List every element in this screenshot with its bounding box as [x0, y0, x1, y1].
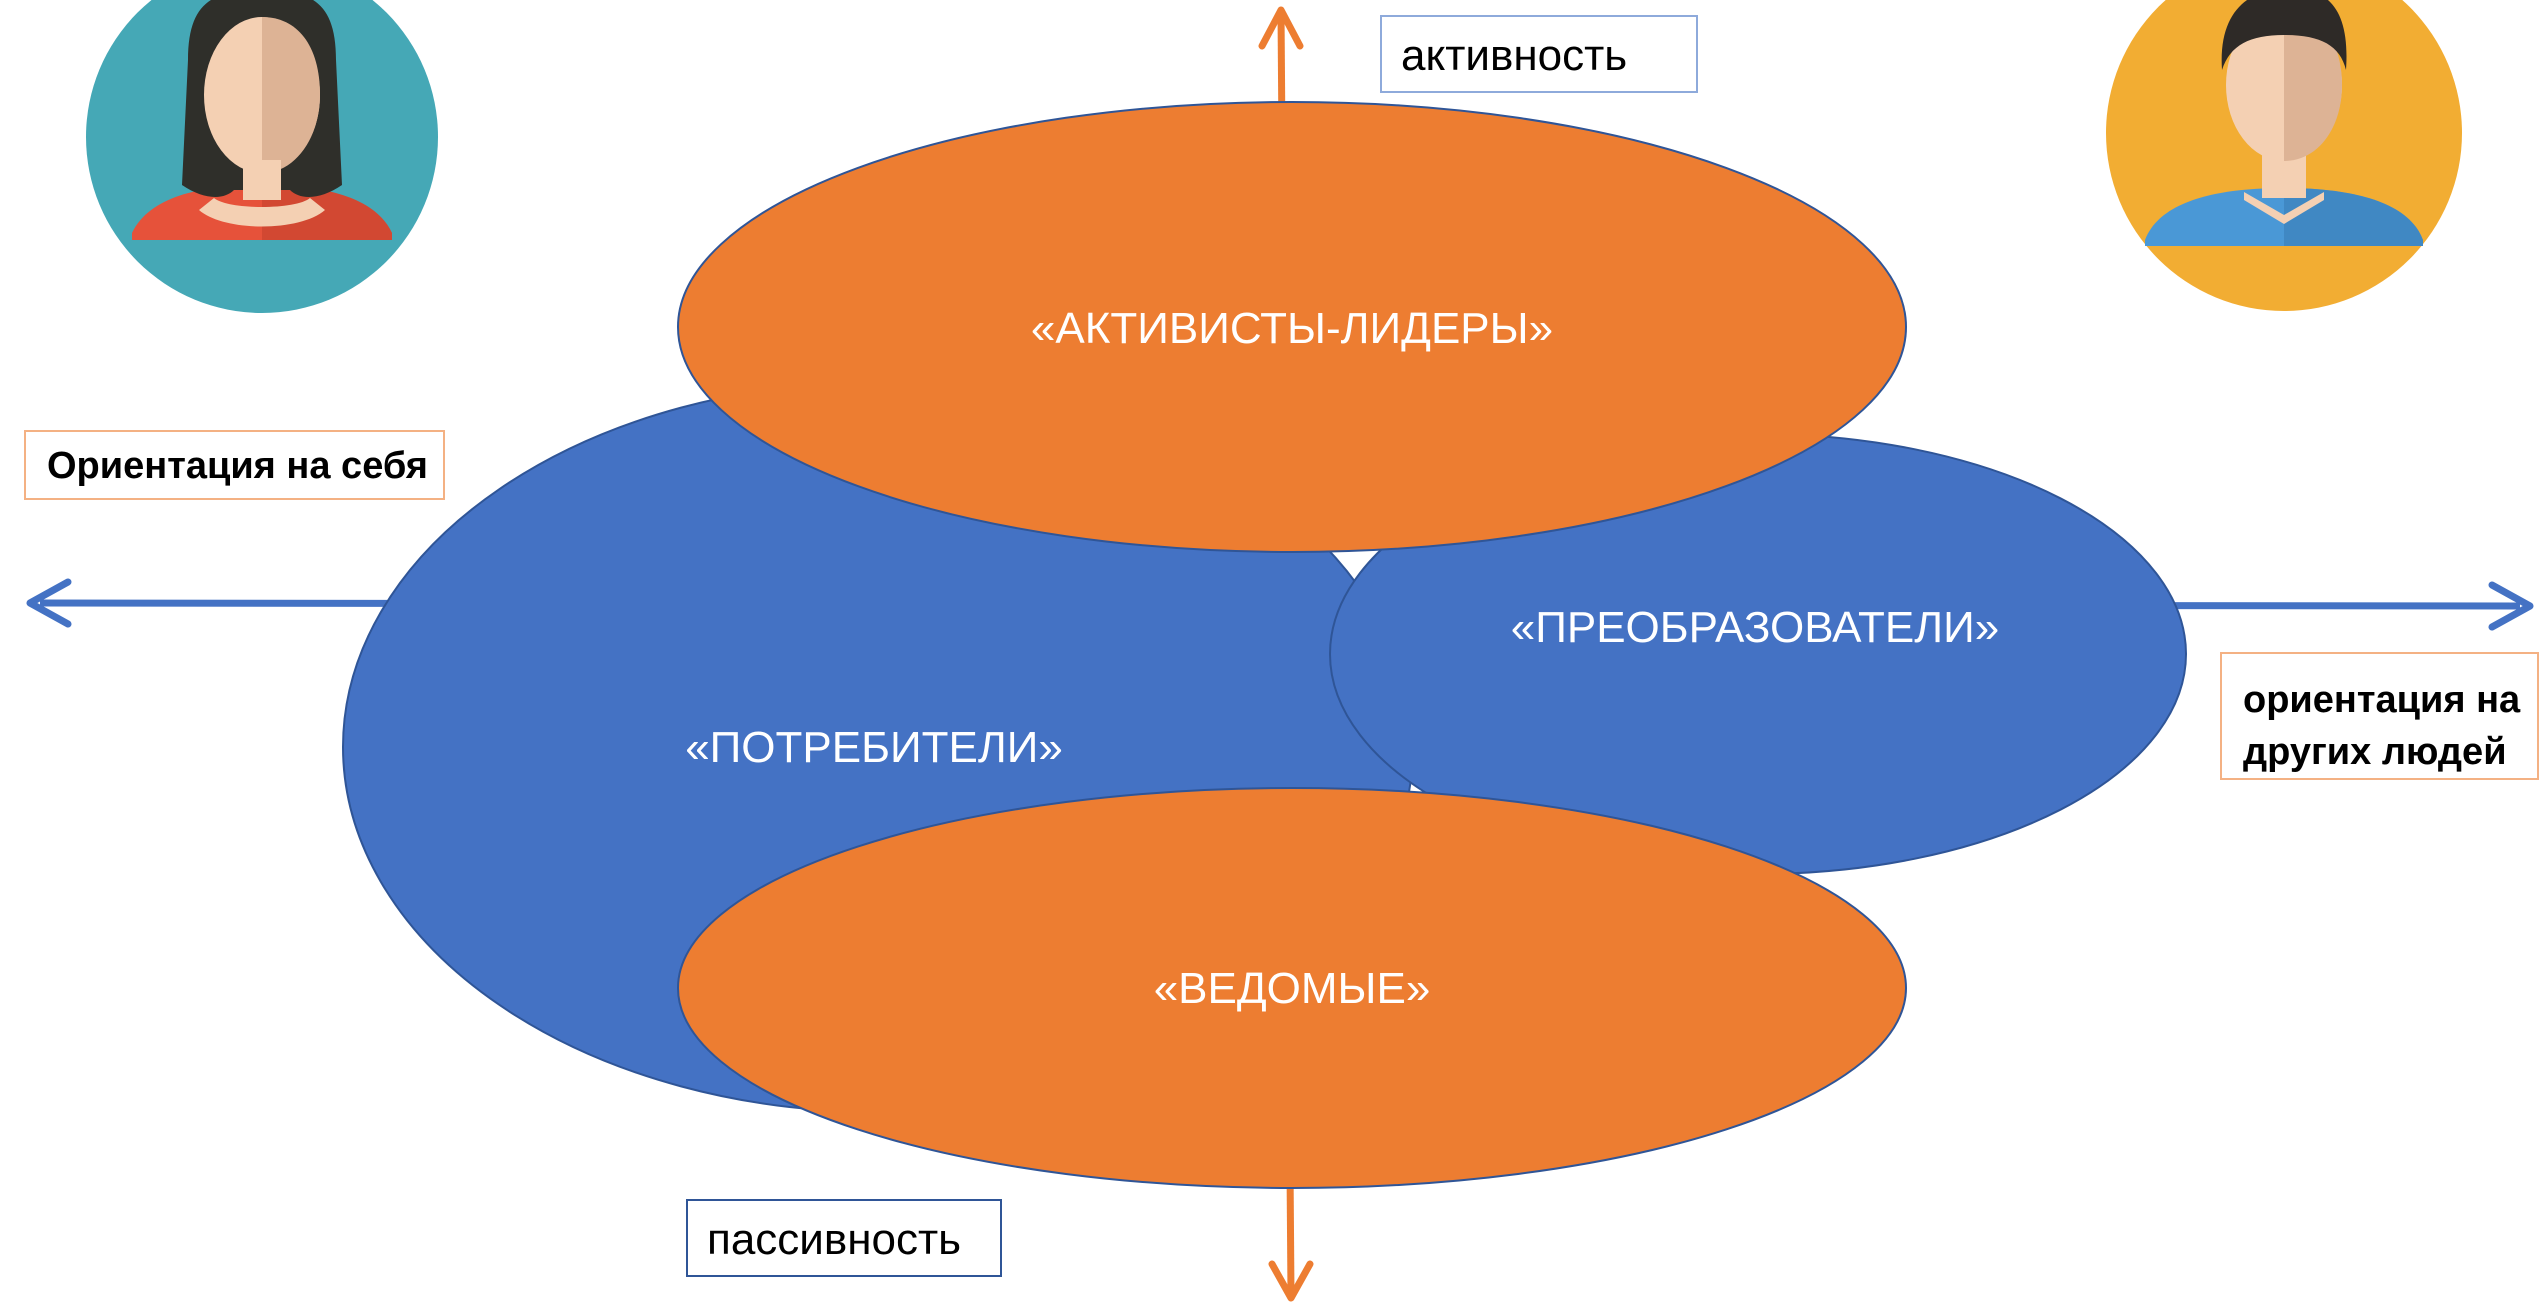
left-arrowhead-icon — [26, 578, 72, 628]
followers-label: «ВЕДОМЫЕ» — [1154, 964, 1431, 1013]
self-orientation-label: Ориентация на себя — [24, 430, 445, 500]
consumers-label: «ПОТРЕБИТЕЛИ» — [685, 723, 1063, 772]
others-orientation-label: ориентация на других людей — [2220, 652, 2539, 780]
transformers-label: «ПРЕОБРАЗОВАТЕЛИ» — [1511, 603, 1999, 652]
leaders-label: «АКТИВИСТЫ-ЛИДЕРЫ» — [1031, 304, 1553, 353]
woman-avatar-icon — [86, 0, 438, 313]
leaders-ellipse — [677, 101, 1907, 553]
up-arrowhead-icon — [1258, 6, 1304, 50]
man-avatar-icon — [2106, 0, 2462, 311]
right-arrowhead-icon — [2488, 581, 2534, 631]
followers-ellipse — [677, 787, 1907, 1189]
down-arrowhead-icon — [1268, 1260, 1314, 1302]
passivity-label: пассивность — [686, 1199, 1002, 1277]
activity-label: активность — [1380, 15, 1698, 93]
